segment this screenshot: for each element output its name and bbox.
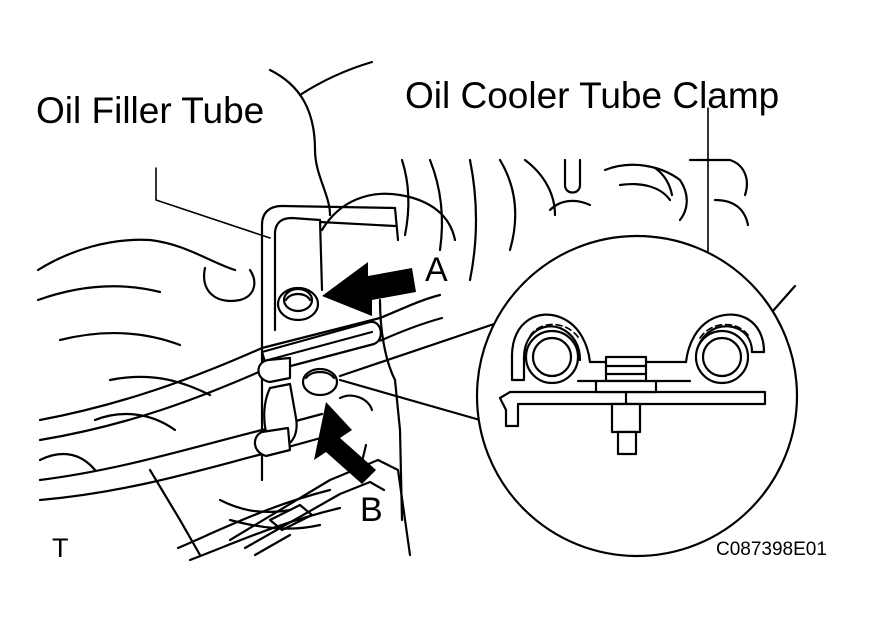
callout-pointer xyxy=(338,284,797,426)
magnified-detail xyxy=(475,234,799,558)
arrow-b xyxy=(314,402,376,484)
leader-oil-filler-tube xyxy=(155,167,271,239)
oil-cooler-tube-clamp-label: Oil Cooler Tube Clamp xyxy=(405,75,780,116)
lower-assembly xyxy=(228,443,412,557)
engine-background xyxy=(36,60,750,557)
figure-code-label: C087398E01 xyxy=(716,539,827,560)
point-a-label: A xyxy=(425,251,448,289)
oil-cooler-tubes xyxy=(38,293,444,562)
bolt-a xyxy=(276,286,320,322)
corner-mark-label: T xyxy=(52,533,69,563)
tube-clamp xyxy=(253,320,382,458)
arrow-a xyxy=(322,262,416,316)
arrows xyxy=(314,262,416,484)
bracket-plate xyxy=(218,204,404,530)
oil-filler-tube-label: Oil Filler Tube xyxy=(36,90,265,131)
point-b-label: B xyxy=(360,491,383,529)
